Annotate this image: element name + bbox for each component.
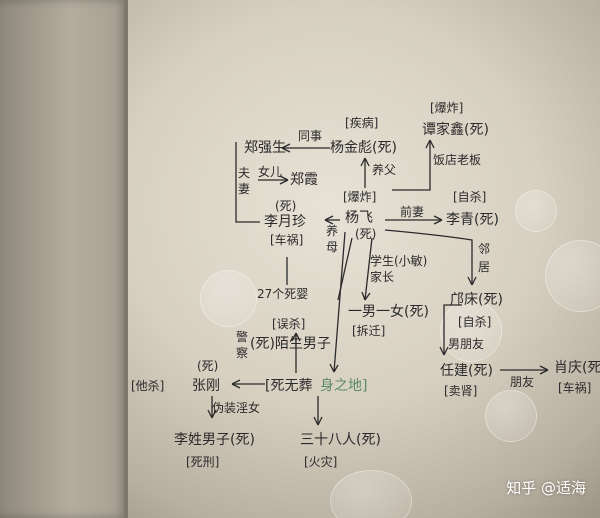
arrowhead [433,215,443,225]
jellyfish-decoration [330,470,412,518]
node-student: 学生(小敏) [370,253,427,268]
arrowhead [329,363,339,373]
node-dead-place-suffix: 身之地] [320,378,367,394]
arrowhead [313,416,323,426]
relation-neighbor-1: 邻 [478,242,490,256]
node-tan-jiaxin: 谭家鑫(死) [422,121,489,138]
line-neighbor [384,229,473,285]
jellyfish-decoration [545,240,600,312]
arrowhead [360,157,370,167]
cause-car-accident-xiao: [车祸] [558,380,591,395]
relation-police-1: 警 [236,329,248,344]
relation-adoptive-father: 养父 [372,162,396,177]
relation-ex-wife: 前妻 [400,204,424,219]
node-dead-babies: 27个死婴 [257,287,308,301]
node-li-qing: 李青(死) [446,212,499,228]
watermark: 知乎 @适海 [506,479,586,497]
line-spouse [235,142,260,223]
jellyfish-decoration [440,300,502,362]
line-boyfriend [443,304,462,355]
relation-daughter: 女儿 [258,164,282,179]
arrowhead [361,291,371,301]
node-yang-fei-dead: (死) [355,227,376,241]
node-li-yuezhen: 李月珍 [264,214,306,230]
node-xiao-qing: 肖庆(死) [554,360,600,376]
node-parents: 家长 [370,269,394,284]
cause-sell-kidney: [卖肾] [444,384,477,398]
cause-explosion-tan: [爆炸] [430,101,463,115]
node-thirty-eight: 三十八人(死) [300,432,381,448]
relation-spouse-2: 妻 [238,182,250,196]
node-yang-fei: 杨飞 [345,210,373,226]
cause-demolition: [拆迁] [352,323,385,338]
jellyfish-decoration [485,390,537,442]
relation-affair: 伪装淫女 [212,400,260,415]
node-kuang: 邝床(死) [450,292,503,308]
cause-suicide-kuang: [自杀] [458,314,491,329]
relation-boyfriend: 男朋友 [448,337,484,351]
previous-page [0,0,128,518]
node-li-man: 李姓男子(死) [174,432,255,448]
relation-police-2: 察 [236,346,248,360]
arrowhead [281,143,291,153]
cause-mistaken-kill: [误杀] [272,316,305,331]
node-zhang-gang: 张刚 [192,378,220,394]
cause-death-penalty: [死刑] [186,455,219,469]
cause-illness: [疾病] [345,115,378,130]
arrowhead [439,346,449,356]
node-zheng-xia: 郑霞 [290,172,318,188]
node-ren-jian: 任建(死) [440,363,493,379]
arrowhead [425,139,435,149]
relation-neighbor-2: 居 [478,260,490,274]
node-man-woman: 一男一女(死) [348,303,429,320]
relation-restaurant-owner: 饭店老板 [433,153,481,167]
cause-car-accident-li: [车祸] [270,232,303,247]
node-dead-place-prefix: [死无葬 [265,378,312,394]
node-stranger: (死)陌生男子 [250,336,331,352]
relation-colleague: 同事 [298,129,322,143]
arrowhead [324,215,334,225]
arrowhead [279,175,289,185]
relation-friend: 朋友 [510,375,534,389]
arrowhead [207,409,217,419]
relation-adoptive-mother-2: 母 [326,240,338,254]
arrowhead [467,276,477,286]
cause-homicide: [他杀] [131,378,164,393]
jellyfish-decoration [200,270,257,327]
jellyfish-decoration [515,190,557,232]
arrowhead [291,332,301,342]
arrowhead [231,379,241,389]
connector-lines [207,139,549,426]
cause-explosion-yang: [爆炸] [343,190,376,204]
notebook-spine [124,0,128,518]
node-zhang-dead: (死) [197,359,218,373]
line-restaurant [392,140,431,191]
line-student [364,237,373,301]
node-zheng-qiangsheng: 郑强生 [244,140,286,156]
relation-adoptive-mother-1: 养 [326,223,338,238]
relation-spouse-1: 夫 [238,166,250,180]
arrowhead [539,365,549,375]
cause-suicide-liqing: [自杀] [453,189,486,204]
line-dead-place [333,231,346,373]
cause-fire: [火灾] [304,454,337,469]
node-yang-jinbiao: 杨金彪(死) [330,140,397,156]
node-li-yuezhen-dead: (死) [275,199,296,213]
